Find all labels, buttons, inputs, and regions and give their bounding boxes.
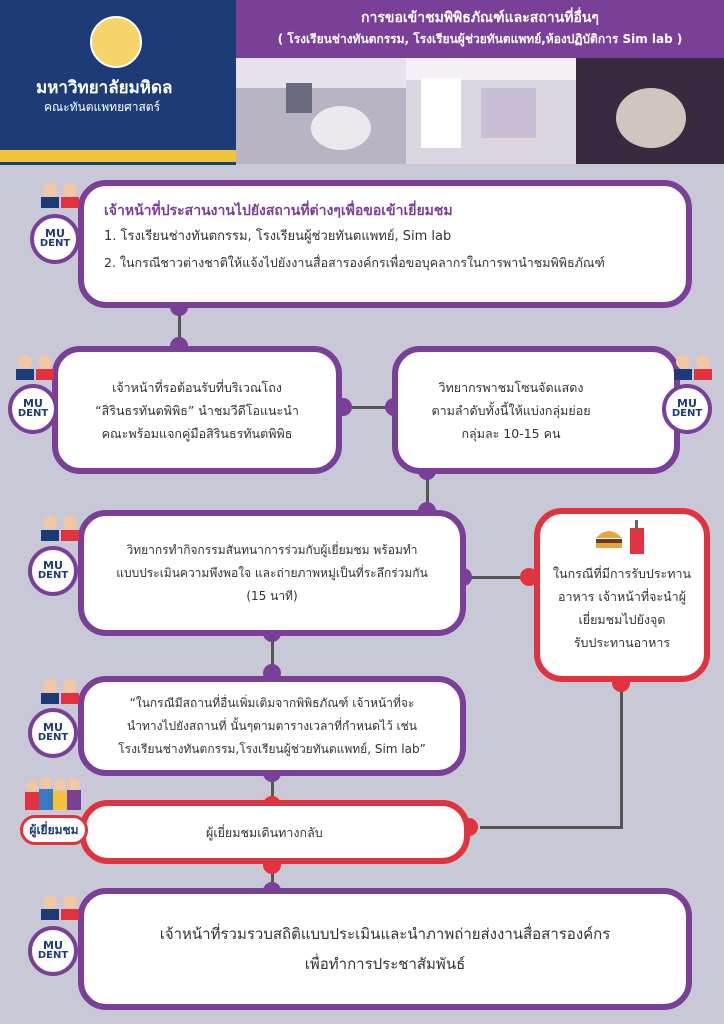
step-line: (15 นาที) <box>246 588 298 603</box>
visitors-group-icon <box>22 776 84 812</box>
step-line: เจ้าหน้าที่รวมรวบสถิติแบบประเมินและนำภาพ… <box>159 925 611 943</box>
connector-line <box>426 468 429 513</box>
museum-photo-strip <box>236 58 724 164</box>
staff-people-icon <box>35 515 85 541</box>
step-line: แบบประเมินความพึงพอใจ และถ่ายภาพหมู่เป็น… <box>116 565 428 580</box>
step-return-box: ผู้เยี่ยมชมเดินทางกลับ <box>80 800 470 864</box>
logo-dent-text: DENT <box>39 238 71 249</box>
museum-photos-image <box>236 58 724 164</box>
logo-mu-text: MU <box>23 397 43 410</box>
mudent-logo-icon: MU DENT <box>8 384 58 434</box>
step-line: คณะพร้อมแจกคู่มือสิรินธรทันตพิพิธ <box>101 425 293 441</box>
step-item: 1. โรงเรียนช่างทันตกรรม, โรงเรียนผู้ช่วย… <box>104 229 452 244</box>
step-activity-box: วิทยากรทำกิจกรรมสันทนาการร่วมกับผู้เยี่ย… <box>78 510 466 636</box>
page-subtitle: ( โรงเรียนช่างทันตกรรม, โรงเรียนผู้ช่วยท… <box>277 32 683 46</box>
connector-line <box>620 682 623 828</box>
step-line: ตามลำดับทั้งนี้ให้แบ่งกลุ่มย่อย <box>431 402 591 418</box>
logo-mu-text: MU <box>677 397 697 410</box>
connector-line <box>271 862 274 888</box>
university-name: มหาวิทยาลัยมหิดล <box>36 78 173 98</box>
step-line: “สิรินธรทันตพิพิธ” นำชมวีดีโอแนะนำ <box>95 402 299 418</box>
step-line: รับประทานอาหาร <box>573 635 671 650</box>
logo-mu-text: MU <box>43 559 63 572</box>
step-heading: เจ้าหน้าที่ประสานงานไปยังสถานที่ต่างๆเพื… <box>104 203 453 219</box>
logo-dent-text: DENT <box>671 408 703 419</box>
mudent-logo-icon: MU DENT <box>28 708 78 758</box>
staff-people-icon <box>35 182 85 208</box>
step-reception-box: เจ้าหน้าที่รอต้อนรับที่บริเวณโถง “สิรินธ… <box>52 346 342 474</box>
step-report-box: เจ้าหน้าที่รวมรวบสถิติแบบประเมินและนำภาพ… <box>78 888 692 1010</box>
step-line: นำทางไปยังสถานที่ นั้นๆตามตารางเวลาที่กำ… <box>127 718 417 733</box>
header-title-panel: การขอเข้าชมพิพิธภัณฑ์และสถานที่อื่นๆ ( โ… <box>236 0 724 58</box>
step-line: “ในกรณีมีสถานที่อื่นเพิ่มเติมจากพิพิธภัณ… <box>129 695 415 710</box>
logo-dent-text: DENT <box>37 732 69 743</box>
step-item: 2. ในกรณีชาวต่างชาติให้แจ้งไปยังงานสื่อส… <box>104 255 605 270</box>
step-coordinate-box: เจ้าหน้าที่ประสานงานไปยังสถานที่ต่างๆเพื… <box>78 180 692 308</box>
staff-people-icon <box>35 678 85 704</box>
step-line: ผู้เยี่ยมชมเดินทางกลับ <box>206 824 323 840</box>
logo-mu-text: MU <box>45 227 65 240</box>
logo-mu-text: MU <box>43 939 63 952</box>
connector-line <box>178 305 181 355</box>
step-meal-box: ในกรณีที่มีการรับประทาน อาหาร เจ้าหน้าที… <box>534 508 710 682</box>
mudent-logo-icon: MU DENT <box>662 384 712 434</box>
connector-line <box>271 770 274 806</box>
logo-dent-text: DENT <box>17 408 49 419</box>
connector-line <box>340 406 395 409</box>
step-line: วิทยากรทำกิจกรรมสันทนาการร่วมกับผู้เยี่ย… <box>126 542 418 557</box>
step-line: เพื่อทำการประชาสัมพันธ์ <box>304 955 466 973</box>
step-line: กลุ่มละ 10-15 คน <box>461 425 561 441</box>
staff-people-icon <box>35 894 85 920</box>
step-line: ในกรณีที่มีการรับประทาน <box>552 566 692 581</box>
step-guided-tour-box: วิทยากรพาชมโซนจัดแสดง ตามลำดับทั้งนี้ให้… <box>392 346 680 474</box>
staff-people-icon <box>668 354 718 380</box>
header-brand-panel: มหาวิทยาลัยมหิดล คณะทันตแพทยศาสตร์ <box>0 0 236 165</box>
food-icon <box>592 520 652 556</box>
logo-dent-text: DENT <box>37 950 69 961</box>
logo-dent-text: DENT <box>37 570 69 581</box>
mudent-logo-icon: MU DENT <box>28 546 78 596</box>
faculty-name: คณะทันตแพทยศาสตร์ <box>44 100 161 114</box>
visitor-label-badge: ผู้เยี่ยมชม <box>20 815 88 845</box>
logo-mu-text: MU <box>43 721 63 734</box>
step-line: เจ้าหน้าที่รอต้อนรับที่บริเวณโถง <box>112 379 282 395</box>
staff-people-icon <box>10 354 60 380</box>
step-line: โรงเรียนช่างทันตกรรม,โรงเรียนผู้ช่วยทันต… <box>118 741 426 756</box>
connector-dot <box>520 568 538 586</box>
connector-line <box>460 576 542 579</box>
step-line: วิทยากรพาชมโซนจัดแสดง <box>438 379 584 395</box>
step-line: เยี่ยมชมไปยังจุด <box>578 612 666 627</box>
connector-line <box>271 632 274 684</box>
mudent-logo-icon: MU DENT <box>30 214 80 264</box>
mudent-logo-icon: MU DENT <box>28 926 78 976</box>
connector-line <box>480 826 623 829</box>
university-seal-icon <box>90 16 142 68</box>
step-line: อาหาร เจ้าหน้าที่จะนำผู้ <box>557 589 687 604</box>
page-title: การขอเข้าชมพิพิธภัณฑ์และสถานที่อื่นๆ <box>361 10 599 26</box>
step-other-venues-box: “ในกรณีมีสถานที่อื่นเพิ่มเติมจากพิพิธภัณ… <box>78 676 466 776</box>
